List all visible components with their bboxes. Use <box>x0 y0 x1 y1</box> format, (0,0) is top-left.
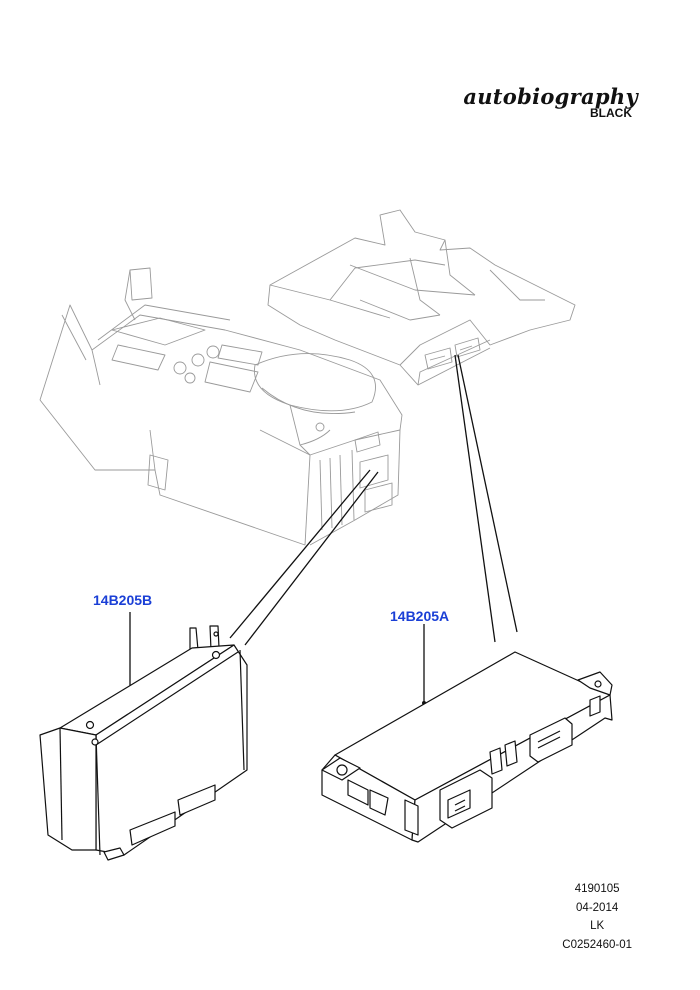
brand-logo: autobiography BLACK <box>463 84 638 120</box>
illustration-author: LK <box>590 920 605 932</box>
module-14b205b-illustration <box>39 625 248 861</box>
illustration-number: 4190105 <box>574 883 620 895</box>
brand-sub-text: BLACK <box>590 106 632 120</box>
callout-label-14b205a[interactable]: 14B205A <box>390 608 450 624</box>
center-console-illustration <box>39 267 403 546</box>
drawing-reference-block: 4190105 04-2014 LK C0252460-01 <box>562 880 632 954</box>
callout-label-14b205b[interactable]: 14B205B <box>93 592 153 608</box>
illustration-reference: C0252460-01 <box>562 938 632 951</box>
brand-script-text: autobiography <box>463 84 638 109</box>
leader-lines <box>129 354 518 703</box>
module-14b205a-illustration <box>321 651 613 843</box>
seat-base-illustration <box>267 209 576 386</box>
illustration-date: 04-2014 <box>576 901 619 914</box>
